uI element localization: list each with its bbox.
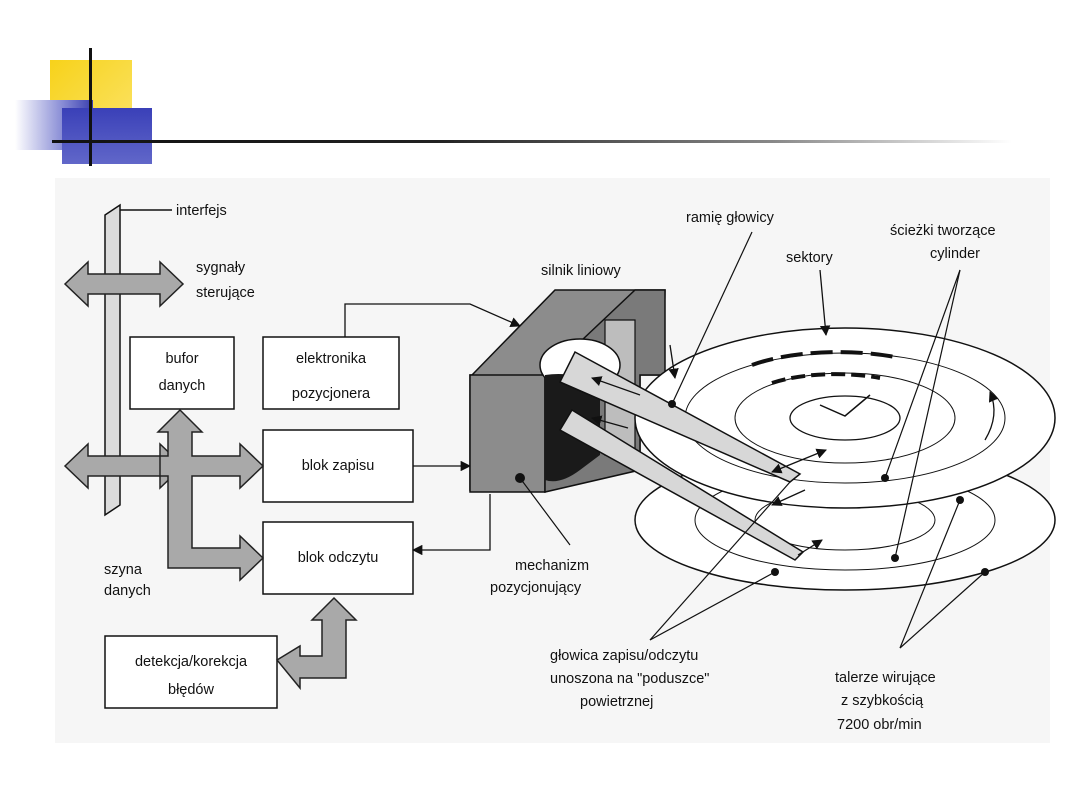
- platters-leaders: [899, 499, 986, 649]
- label-control-signals-2: sterujące: [196, 285, 255, 301]
- label-positioning-mechanism-2: pozycjonujący: [490, 580, 582, 596]
- label-platters-2: z szybkością: [841, 693, 924, 709]
- track-dot-top: [881, 474, 889, 482]
- label-read-block: blok odczytu: [298, 550, 379, 566]
- signal-connections: [344, 303, 521, 556]
- error-detection-box: [104, 635, 278, 709]
- label-control-signals-1: sygnały: [196, 260, 246, 276]
- write-block-box: [262, 429, 414, 503]
- head-arms: [558, 350, 805, 576]
- label-tracks-2: cylinder: [930, 246, 980, 262]
- label-platters-1: talerze wirujące: [835, 670, 936, 686]
- label-interface: interfejs: [176, 203, 227, 219]
- label-data-buffer-1: bufor: [165, 351, 198, 367]
- label-positioner-electronics-1: elektronika: [296, 351, 367, 367]
- platters: [634, 327, 1056, 591]
- data-buffer-box: [129, 336, 235, 410]
- data-bus-arrows: [63, 408, 265, 582]
- label-linear-motor: silnik liniowy: [541, 263, 622, 279]
- control-signals-arrow: [63, 260, 185, 308]
- label-head-arm: ramię głowicy: [686, 210, 775, 226]
- label-head-2: unoszona na "poduszce": [550, 671, 709, 687]
- label-head-3: powietrznej: [580, 694, 653, 710]
- decor-vertical-line: [89, 48, 92, 166]
- positioner-electronics-box: [262, 336, 400, 410]
- positioning-mechanism-leader: [519, 477, 571, 546]
- label-sectors: sektory: [786, 250, 833, 266]
- label-positioning-mechanism-1: mechanizm: [515, 558, 589, 574]
- head-arm-leader: [671, 231, 753, 405]
- label-head-1: głowica zapisu/odczytu: [550, 648, 698, 664]
- head-leaders: [649, 481, 791, 641]
- label-data-buffer-2: danych: [159, 378, 206, 394]
- label-platters-3: 7200 obr/min: [837, 717, 922, 733]
- label-error-detection-1: detekcja/korekcja: [135, 654, 248, 670]
- label-tracks-1: ścieżki tworzące: [890, 223, 996, 239]
- sectors-arrow: [819, 269, 831, 337]
- error-correction-arrow: [275, 596, 358, 691]
- label-write-block: blok zapisu: [302, 458, 375, 474]
- track-dot-bottom: [891, 554, 899, 562]
- platter-dot-bottom: [981, 568, 989, 576]
- movement-arrows: [590, 344, 827, 556]
- label-error-detection-2: błędów: [168, 682, 214, 698]
- decor-horizontal-rule: [52, 140, 1012, 143]
- tracks-leaders: [884, 269, 961, 559]
- read-block-box: [262, 521, 414, 595]
- label-data-bus-1: szyna: [104, 562, 143, 578]
- label-positioner-electronics-2: pozycjonera: [292, 386, 371, 402]
- decor-blue-square: [62, 108, 152, 164]
- platter-dot-top: [956, 496, 964, 504]
- label-data-bus-2: danych: [104, 583, 151, 599]
